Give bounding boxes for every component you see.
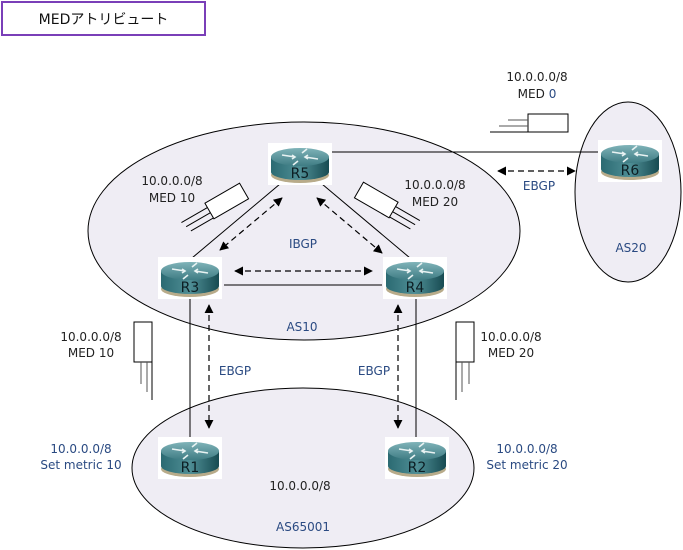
- router-r3-label: R3: [181, 280, 200, 296]
- session-r5-r4: [316, 197, 383, 254]
- update-packet-icon: [455, 321, 475, 400]
- as20-region: [574, 101, 682, 283]
- update-packet-icon: [353, 181, 421, 230]
- config-r1-command: Set metric 10: [40, 458, 121, 472]
- bgp-sessions: [204, 166, 576, 429]
- router-r2-label: R2: [408, 460, 427, 476]
- adv-r5-r4-med: MED 20: [412, 195, 458, 209]
- config-r2-prefix: 10.0.0.0/8: [496, 442, 557, 456]
- ebgp-r3-r1-label: EBGP: [219, 364, 251, 378]
- router-r4-label: R4: [406, 280, 425, 296]
- adv-r5-r3-prefix: 10.0.0.0/8: [141, 174, 202, 188]
- router-r5-label: R5: [291, 166, 310, 182]
- adv-r2-r4-med: MED 20: [488, 346, 534, 360]
- ibgp-label: IBGP: [289, 237, 317, 251]
- as20-label: AS20: [615, 241, 646, 255]
- update-packet-icon: [181, 182, 250, 232]
- router-r6[interactable]: R6: [597, 139, 663, 183]
- adv-r5-r3-med: MED 10: [149, 191, 195, 205]
- router-r1[interactable]: R1: [157, 436, 223, 480]
- diagram-title: MEDアトリビュート: [1, 1, 206, 36]
- router-r5[interactable]: R5: [267, 142, 333, 186]
- config-r1-prefix: 10.0.0.0/8: [50, 442, 111, 456]
- as65001-network-label: 10.0.0.0/8: [269, 479, 330, 493]
- update-packets: [133, 113, 569, 400]
- router-r6-label: R6: [621, 163, 640, 179]
- adv-r6-med: MED 0: [518, 87, 557, 101]
- update-packet-icon: [490, 113, 569, 133]
- as10-label: AS10: [286, 320, 317, 334]
- adv-r1-r3-med: MED 10: [68, 346, 114, 360]
- update-packet-icon: [133, 321, 153, 400]
- adv-r1-r3-prefix: 10.0.0.0/8: [60, 330, 121, 344]
- as65001-label: AS65001: [276, 520, 330, 534]
- as65001-region: [131, 387, 475, 549]
- router-r3[interactable]: R3: [157, 256, 223, 300]
- router-r4[interactable]: R4: [382, 256, 448, 300]
- adv-r6-prefix: 10.0.0.0/8: [506, 70, 567, 84]
- adv-r2-r4-prefix: 10.0.0.0/8: [480, 330, 541, 344]
- session-r5-r3: [219, 197, 283, 251]
- config-r2-command: Set metric 20: [486, 458, 567, 472]
- router-r1-label: R1: [181, 460, 200, 476]
- router-r2[interactable]: R2: [384, 436, 450, 480]
- adv-r5-r4-prefix: 10.0.0.0/8: [404, 178, 465, 192]
- ebgp-r4-r2-label: EBGP: [358, 364, 390, 378]
- ebgp-r5-r6-label: EBGP: [523, 179, 555, 193]
